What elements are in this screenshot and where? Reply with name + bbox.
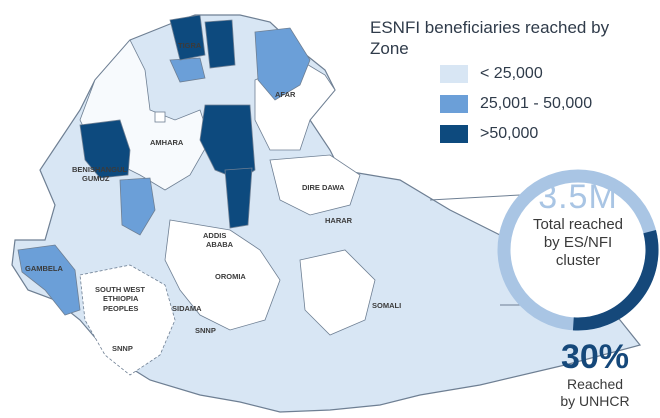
zone-white-south bbox=[79, 264, 176, 376]
legend-swatch-mid bbox=[440, 95, 468, 113]
unhcr-share-line1: Reached bbox=[566, 376, 624, 392]
zone-mid-tigray bbox=[169, 57, 206, 83]
unhcr-share-value: 30% bbox=[560, 338, 630, 376]
total-reached-line3: cluster bbox=[555, 252, 601, 269]
total-reached-line2: by ES/NFI bbox=[543, 234, 613, 251]
legend-label-high: >50,000 bbox=[480, 125, 539, 142]
label-oromia: OROMIA bbox=[215, 272, 246, 281]
label-sw-3: PEOPLES bbox=[103, 304, 138, 313]
legend-item-mid: 25,001 - 50,000 bbox=[440, 94, 592, 114]
label-addis-2: ABABA bbox=[206, 240, 234, 249]
unhcr-share: 30% Reached by UNHCR bbox=[540, 338, 650, 410]
legend-item-high: >50,000 bbox=[440, 124, 538, 144]
unhcr-share-line2: by UNHCR bbox=[560, 393, 630, 409]
zone-mid-afar-north bbox=[254, 27, 311, 101]
zone-dark-tigray-central bbox=[204, 19, 236, 69]
label-snnp-1: SNNP bbox=[195, 326, 216, 335]
total-reached-line1: Total reached bbox=[532, 216, 624, 233]
zone-dark-tigray-west bbox=[169, 14, 206, 61]
label-afar: AFAR bbox=[275, 90, 296, 99]
legend-label-mid: 25,001 - 50,000 bbox=[480, 95, 593, 112]
label-harari: HARAR bbox=[325, 216, 353, 225]
label-gambela: GAMBELA bbox=[25, 264, 63, 273]
label-amhara: AMHARA bbox=[150, 138, 184, 147]
legend-swatch-high bbox=[440, 125, 468, 143]
label-sidama: SIDAMA bbox=[172, 304, 202, 313]
donut-center-text: 3.5M Total reached by ES/NFI cluster bbox=[503, 178, 653, 270]
city-marker bbox=[154, 111, 166, 123]
label-addis-1: ADDIS bbox=[203, 231, 226, 240]
label-benishangul-1: BENISHANGUL bbox=[72, 165, 127, 174]
total-reached-value: 3.5M bbox=[538, 178, 618, 216]
legend-title: ESNFI beneficiaries reached by Zone bbox=[370, 18, 610, 58]
zone-dark-amhara-south bbox=[224, 167, 253, 229]
donut-accent-arc bbox=[572, 229, 659, 331]
zone-white-oromia bbox=[164, 219, 281, 331]
label-sw-1: SOUTH WEST bbox=[95, 285, 145, 294]
legend-swatch-low bbox=[440, 65, 468, 83]
legend-item-low: < 25,000 bbox=[440, 64, 543, 84]
zone-dark-amhara-west bbox=[79, 119, 131, 179]
label-benishangul-2: GUMUZ bbox=[82, 174, 110, 183]
label-tigray: TIGRA bbox=[178, 41, 202, 50]
zone-white-mid bbox=[299, 249, 376, 336]
zone-white-east bbox=[269, 154, 361, 216]
zone-mid-benishangul bbox=[119, 177, 156, 236]
legend-label-low: < 25,000 bbox=[480, 65, 543, 82]
label-snnp-2: SNNP bbox=[112, 344, 133, 353]
donut-chart bbox=[497, 169, 659, 331]
label-somali: SOMALI bbox=[372, 301, 401, 310]
connector-top bbox=[429, 194, 521, 201]
zone-mid-gambela bbox=[17, 244, 81, 316]
donut-bg bbox=[498, 170, 658, 330]
label-sw-2: ETHIOPIA bbox=[103, 294, 139, 303]
label-dire-dawa: DIRE DAWA bbox=[302, 183, 345, 192]
